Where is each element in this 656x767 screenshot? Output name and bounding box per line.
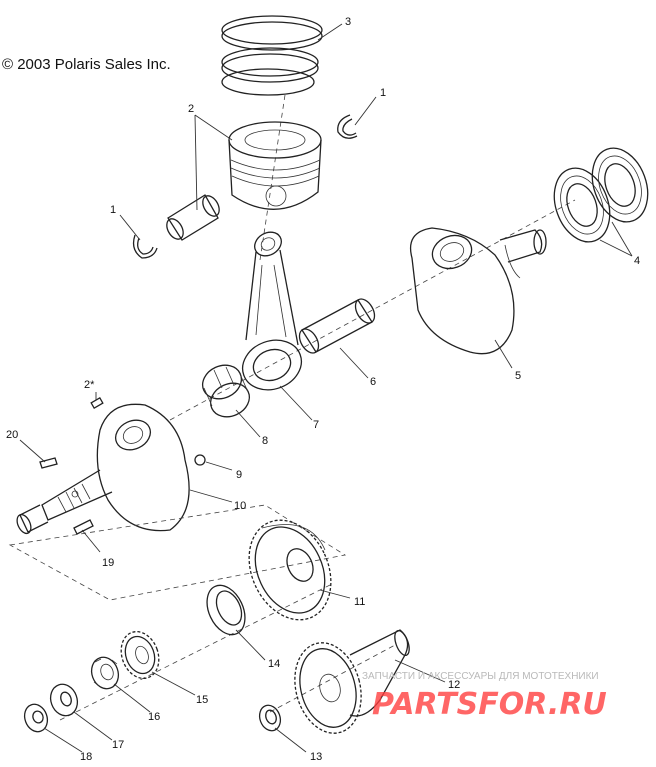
circlip-left	[132, 234, 158, 259]
copyright-notice: © 2003 Polaris Sales Inc.	[2, 56, 171, 73]
crank-pin	[298, 298, 376, 354]
piston	[228, 121, 322, 210]
callout-10: 10	[234, 500, 246, 512]
callout-4: 4	[634, 255, 640, 267]
woodruff-key	[90, 397, 104, 409]
callout-8: 8	[262, 435, 268, 447]
shaft-washer	[258, 704, 282, 732]
leader-lines	[19, 23, 633, 753]
small-gear	[120, 630, 160, 680]
small-ball	[194, 454, 206, 466]
wrist-pin	[166, 194, 220, 241]
callout-13: 13	[310, 751, 322, 762]
crank-half-right	[409, 227, 547, 355]
callout-1-circlip-right: 1	[380, 87, 386, 99]
piston-rings	[221, 15, 323, 96]
balancer-shaft	[294, 629, 410, 734]
gear-axis-line	[59, 584, 331, 721]
watermark-logo: PARTSFOR.RU	[372, 687, 607, 722]
circlip-right	[337, 114, 358, 139]
callout-2-key: 2*	[84, 379, 95, 391]
callout-12: 12	[448, 679, 460, 691]
watermark: ЗАПЧАСТИ И АКСЕССУАРЫ ДЛЯ МОТОТЕХНИКИ PA…	[362, 671, 607, 722]
thrust-washer	[206, 584, 246, 636]
callout-16: 16	[148, 711, 160, 723]
balancer-axis-line	[269, 644, 396, 713]
callout-2-piston: 2	[188, 103, 194, 115]
needle-bearing	[202, 364, 250, 418]
subassembly-outline	[8, 504, 347, 601]
flat-washer	[49, 683, 79, 717]
crank-half-left	[16, 403, 190, 535]
callout-11: 11	[354, 596, 365, 608]
hex-nut	[23, 703, 49, 733]
callout-9: 9	[236, 469, 242, 481]
callout-17: 17	[112, 739, 124, 751]
drive-gear	[248, 519, 332, 621]
callout-1-circlip-left: 1	[110, 204, 116, 216]
callout-5: 5	[515, 370, 521, 382]
callout-18: 18	[80, 751, 92, 762]
callout-19: 19	[102, 557, 114, 569]
callout-14: 14	[268, 658, 280, 670]
callout-7: 7	[313, 419, 319, 431]
callout-6: 6	[370, 376, 376, 388]
callout-15: 15	[196, 694, 208, 706]
dowel-pin-19	[73, 519, 94, 535]
watermark-caption: ЗАПЧАСТИ И АКСЕССУАРЫ ДЛЯ МОТОТЕХНИКИ	[362, 671, 599, 682]
callout-20: 20	[6, 429, 18, 441]
callout-3: 3	[345, 16, 351, 28]
castle-nut	[90, 656, 120, 690]
connecting-rod	[241, 231, 303, 391]
main-bearings	[553, 147, 649, 243]
callout-numbers: 3 1 2 1 4 5 6 7 8 2* 9 20 10 19 11 14 15…	[6, 16, 640, 763]
dowel-pin-20	[39, 457, 58, 469]
